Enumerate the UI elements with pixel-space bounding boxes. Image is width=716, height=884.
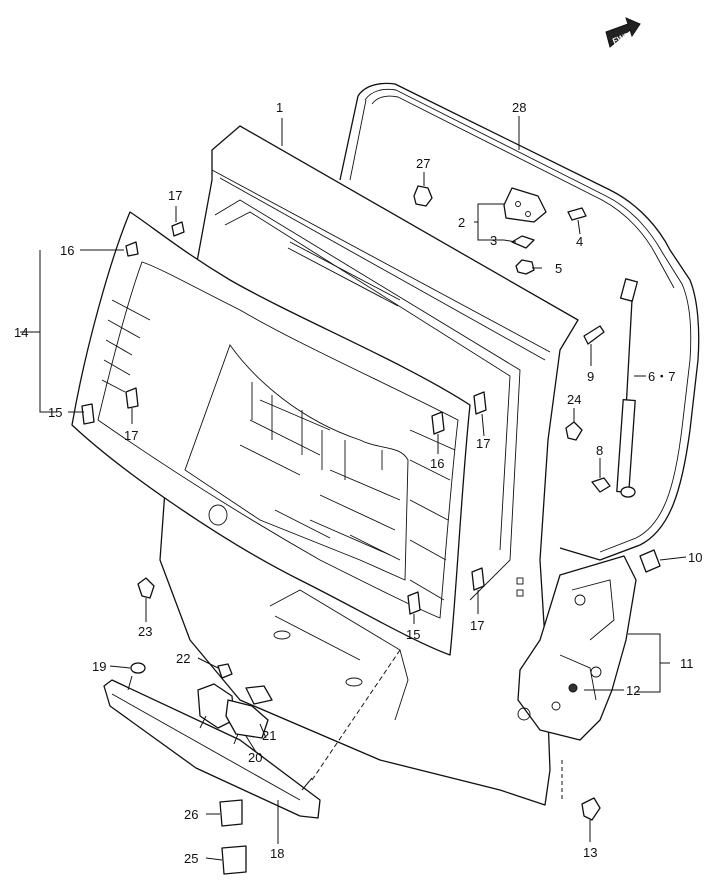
callout-27: 27 xyxy=(416,156,430,171)
side-trim-panel xyxy=(517,555,637,741)
callout-1: 1 xyxy=(276,100,283,115)
callout-19: 19 xyxy=(92,659,106,674)
lamp-assembly xyxy=(197,683,273,745)
leader-lines xyxy=(20,116,687,861)
callout-9: 9 xyxy=(587,369,594,384)
callout-17-bottom: 17 xyxy=(470,618,484,633)
hinge-assembly xyxy=(413,185,587,275)
callout-16-left: 16 xyxy=(60,243,74,258)
gas-strut-damper xyxy=(616,278,639,498)
back-window-glass xyxy=(71,211,471,656)
callout-13: 13 xyxy=(583,845,597,860)
callout-4: 4 xyxy=(576,234,583,249)
callout-17-left: 17 xyxy=(124,428,138,443)
callout-6-7: 6・7 xyxy=(648,369,675,384)
callout-22: 22 xyxy=(176,651,190,666)
callout-23: 23 xyxy=(138,624,152,639)
back-door-garnish xyxy=(103,675,321,819)
callout-5: 5 xyxy=(555,261,562,276)
callout-2: 2 xyxy=(458,215,465,230)
callout-12: 12 xyxy=(626,683,640,698)
callout-28: 28 xyxy=(512,100,526,115)
trim-clip xyxy=(561,760,601,821)
callout-14: 14 xyxy=(14,325,28,340)
callout-17-top: 17 xyxy=(168,188,182,203)
callout-21: 21 xyxy=(262,728,276,743)
callout-15-left: 15 xyxy=(48,405,62,420)
glass-spacer-clips xyxy=(81,221,487,615)
fwd-arrow-icon: FWD xyxy=(605,17,641,48)
callout-labels: 1 28 27 2 3 4 5 6・7 9 24 8 10 11 12 13 1… xyxy=(14,100,702,866)
callout-17-right: 17 xyxy=(476,436,490,451)
callout-15-bottom: 15 xyxy=(406,627,420,642)
callout-3: 3 xyxy=(490,233,497,248)
small-fasteners-left xyxy=(130,577,247,875)
callout-8: 8 xyxy=(596,443,603,458)
callout-25: 25 xyxy=(184,851,198,866)
callout-24: 24 xyxy=(567,392,581,407)
callout-20: 20 xyxy=(248,750,262,765)
small-fasteners-right xyxy=(565,325,661,573)
callout-18: 18 xyxy=(270,846,284,861)
callout-11: 11 xyxy=(680,656,694,671)
callout-16-right: 16 xyxy=(430,456,444,471)
callout-26: 26 xyxy=(184,807,198,822)
callout-10: 10 xyxy=(688,550,702,565)
